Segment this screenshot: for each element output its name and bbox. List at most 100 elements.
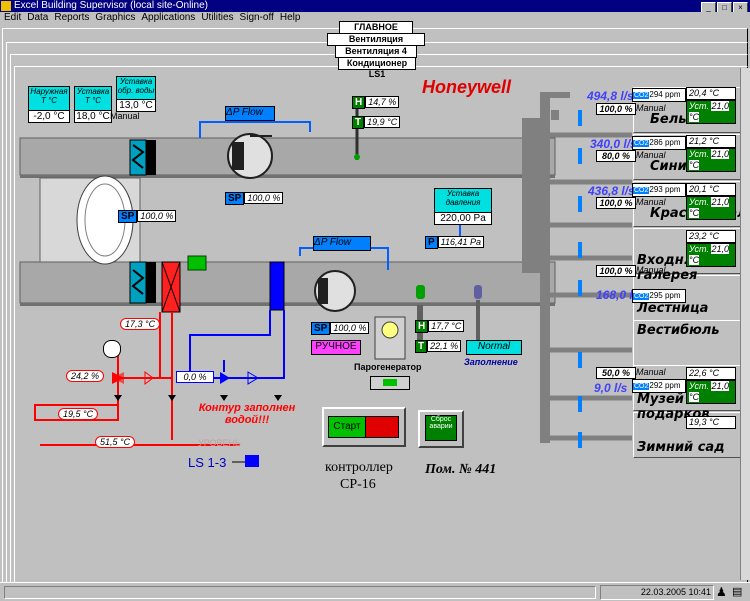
- steam-rh-tag: H: [415, 320, 429, 333]
- p-tag: P: [425, 236, 438, 249]
- menu-reports[interactable]: Reports: [54, 12, 90, 23]
- room-temp-7: 19,3 °C: [686, 416, 736, 429]
- setpoint-value[interactable]: 18,0 °C: [74, 110, 112, 123]
- honeywell-logo: Honeywell: [422, 77, 512, 97]
- reset-button[interactable]: Сброс аварии: [425, 415, 457, 441]
- outdoor-value: -2,0 °C: [28, 110, 70, 123]
- room-co2-2-value: 293 ppm: [649, 185, 681, 194]
- co2-tag-0: CO2: [633, 92, 650, 99]
- room-co2-2: CO2293 ppm: [632, 183, 686, 197]
- room-pct-0[interactable]: 100,0 %: [596, 103, 636, 115]
- room-ust-1[interactable]: Уст. 21,0 °C: [686, 148, 736, 172]
- room-co2-4: CO2295 ppm: [632, 289, 686, 303]
- ust-label-3: Уст.: [689, 244, 709, 254]
- steam-t-tag: T: [415, 340, 428, 353]
- fan-sp-left-value[interactable]: 100,0 %: [137, 210, 177, 222]
- print-icon[interactable]: ▤: [732, 586, 743, 598]
- setpoint-mode: Manual: [110, 111, 140, 121]
- ls-label: LS 1-3: [188, 455, 227, 470]
- room-name-7: Зимний сад: [637, 440, 725, 455]
- user-icon[interactable]: ♟: [716, 585, 727, 599]
- level-text: УРОВЕНЬ: [198, 438, 241, 448]
- room-pct-3[interactable]: 100,0 %: [596, 265, 636, 277]
- menu-bar: Edit Data Reports Graphics Applications Utili…: [0, 12, 750, 24]
- supply-sp-value[interactable]: 100,0 %: [244, 192, 284, 204]
- supply-duct: [19, 137, 556, 176]
- menu-help[interactable]: Help: [279, 12, 301, 23]
- steam-mode[interactable]: Normal: [466, 340, 522, 355]
- room-ust-0[interactable]: Уст. 21,0 °C: [686, 100, 736, 124]
- room-co2-6: CO2292 ppm: [632, 379, 686, 393]
- pressure-setpoint-value[interactable]: 220,00 Pa: [434, 212, 492, 225]
- menu-utilities[interactable]: Utilities: [201, 12, 234, 23]
- room-flow-2: 436,8 l/s: [588, 184, 635, 198]
- status-datetime: 22.03.2005 10:41: [600, 585, 714, 600]
- room-name-3: Входн. галерея: [637, 253, 698, 283]
- room-pct-6[interactable]: 50,0 %: [596, 367, 636, 379]
- co2-tag-1: CO2: [633, 140, 650, 147]
- start-button[interactable]: Старт: [328, 416, 366, 438]
- room-name-5: Вестибюль: [637, 323, 720, 338]
- menu-applications[interactable]: Applications: [141, 12, 196, 23]
- menu-data[interactable]: Data: [27, 12, 49, 23]
- manual-badge[interactable]: РУЧНОЕ: [311, 340, 361, 355]
- tab-conditioner-ls1[interactable]: Кондиционер LS1: [338, 57, 416, 79]
- room-flow-0: 494,8 l/s: [587, 89, 634, 103]
- cooler-valve[interactable]: 0,0 %: [176, 371, 214, 383]
- room-temp-3: 23,2 °C: [686, 230, 736, 243]
- room-ust-3[interactable]: Уст. 21,0 °C: [686, 243, 736, 267]
- menu-edit[interactable]: Edit: [4, 12, 22, 23]
- co2-tag-2: CO2: [633, 187, 650, 194]
- room-flow-4: 168,0 l/s: [596, 288, 643, 302]
- steam-switch[interactable]: [370, 376, 410, 390]
- menu-graphics[interactable]: Graphics: [95, 12, 136, 23]
- co2-tag-6: CO2: [633, 383, 650, 390]
- supply-dp-flow: ΔP Flow: [225, 106, 275, 121]
- controller-line1: контроллер: [325, 460, 393, 475]
- menu-signoff[interactable]: Sign-off: [239, 12, 274, 23]
- dp-label: ΔP: [226, 107, 240, 118]
- room-ust-2[interactable]: Уст. 21,0 °C: [686, 196, 736, 220]
- pump-icon[interactable]: [103, 340, 121, 358]
- stop-button[interactable]: [365, 416, 399, 438]
- room-pct-2[interactable]: 100,0 %: [596, 197, 636, 209]
- return-water-value[interactable]: 13,0 °C: [116, 99, 156, 112]
- room-mode-2: Manual: [636, 197, 666, 207]
- room-name-4: Лестница: [637, 301, 709, 316]
- room-mode-0: Manual: [636, 103, 666, 113]
- vertical-scrollbar[interactable]: [740, 68, 750, 580]
- room-co2-1: CO2286 ppm: [632, 136, 686, 150]
- exhaust-sp-value[interactable]: 100,0 %: [330, 322, 370, 334]
- room-ust-6[interactable]: Уст. 21,0 °C: [686, 380, 736, 404]
- heater-valve[interactable]: 24,2 %: [66, 370, 105, 382]
- room-temp-block-7: 19,3 °C: [686, 416, 736, 429]
- ust-label-0: Уст.: [689, 101, 709, 111]
- room-mode-1: Manual: [636, 150, 666, 160]
- heater-return1: 19,5 °C: [58, 408, 99, 420]
- humidity-top-temp: 19,9 °C: [364, 116, 401, 128]
- ust-label-6: Уст.: [689, 381, 709, 391]
- room-pct-1[interactable]: 80,0 %: [596, 150, 636, 162]
- app-icon[interactable]: [1, 1, 11, 11]
- cooler-alarm: Контур заполнен водой!!!: [198, 402, 296, 426]
- steam-fill: Заполнение: [464, 357, 518, 367]
- riser: [540, 95, 550, 443]
- room-co2-4-value: 295 ppm: [649, 291, 681, 300]
- status-bar: 22.03.2005 10:41 ♟ ▤: [0, 582, 750, 601]
- room-temp-6: 22,6 °C: [686, 367, 736, 380]
- steam-led: [383, 379, 397, 386]
- outdoor-label: Наружная T °C: [28, 86, 70, 112]
- room-co2-0: CO2294 ppm: [632, 88, 686, 102]
- ust-label-2: Уст.: [689, 197, 709, 207]
- heater-supply-temp: 17,3 °C: [120, 318, 161, 330]
- window-controls: _□×: [700, 1, 748, 14]
- sp-tag-exhaust: SP: [311, 322, 331, 335]
